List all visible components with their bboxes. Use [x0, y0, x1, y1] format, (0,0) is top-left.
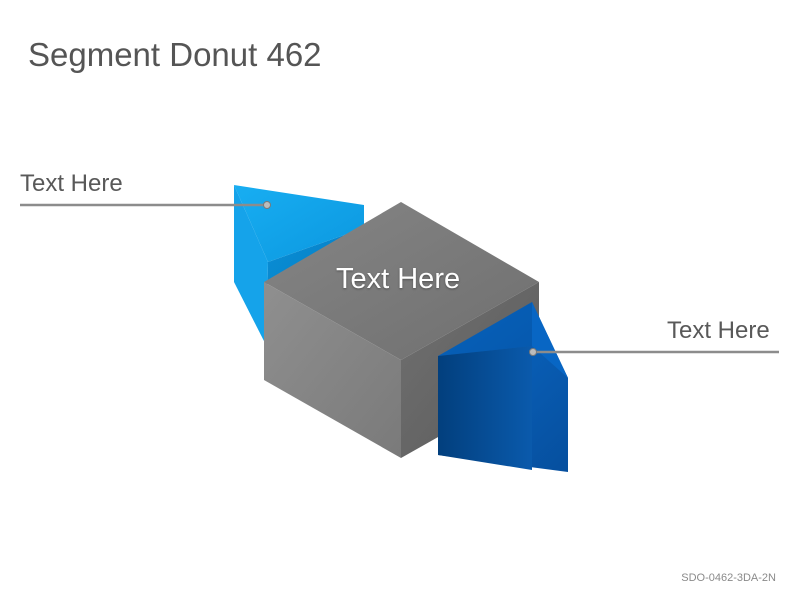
segment-right-wedge — [438, 302, 568, 472]
callout-right — [529, 348, 779, 356]
segment-right-label: Text Here — [667, 317, 770, 344]
segment-left-label: Text Here — [20, 170, 123, 197]
page-title: Segment Donut 462 — [28, 36, 322, 73]
center-label: Text Here — [336, 263, 461, 295]
callout-left — [20, 201, 271, 209]
footer-code: SDO-0462-3DA-2N — [681, 572, 776, 584]
